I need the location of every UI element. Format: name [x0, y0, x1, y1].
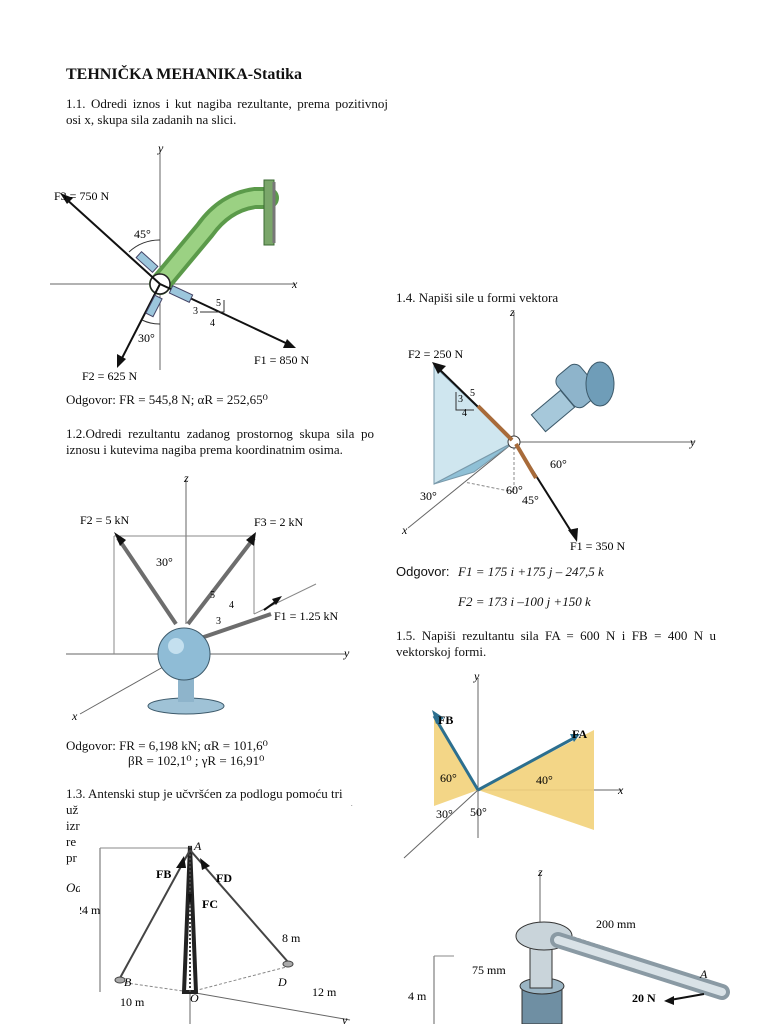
problem-1-5-text: 1.5. Napiši rezultantu sila FA = 600 N i… — [396, 628, 716, 659]
svg-text:F1 = 350 N: F1 = 350 N — [570, 539, 625, 553]
problem-1-2-text: 1.2.Odredi rezultantu zadanog prostornog… — [66, 426, 374, 457]
problem-1-3-line1: 1.3. Antenski stup je učvršćen za podlog… — [66, 786, 343, 801]
svg-text:4: 4 — [462, 408, 467, 419]
svg-text:FD: FD — [216, 871, 232, 885]
svg-text:50°: 50° — [470, 805, 487, 819]
svg-text:30°: 30° — [420, 489, 437, 503]
svg-text:z: z — [509, 306, 515, 319]
answer-1-2-line2: βR = 102,1⁰ ; γR = 16,91⁰ — [128, 753, 265, 768]
svg-text:B: B — [124, 975, 132, 989]
svg-text:75 mm: 75 mm — [472, 963, 506, 977]
svg-text:O: O — [190, 991, 199, 1005]
svg-text:4: 4 — [210, 318, 215, 329]
label-f1: F1 = 850 N — [254, 353, 309, 367]
svg-text:12 m: 12 m — [312, 985, 337, 999]
svg-text:y: y — [343, 646, 350, 660]
answer-1-2-line1: Odgovor: FR = 6,198 kN; αR = 101,6⁰ — [66, 738, 268, 753]
svg-text:5: 5 — [210, 590, 215, 601]
svg-text:y: y — [689, 435, 696, 449]
svg-text:3: 3 — [458, 394, 463, 405]
svg-text:60°: 60° — [506, 483, 523, 497]
page-title: TEHNIČKA MEHANIKA-Statika — [66, 66, 303, 83]
svg-text:45°: 45° — [522, 493, 539, 507]
svg-text:y: y — [341, 1013, 348, 1024]
axis-y: y — [157, 141, 164, 155]
svg-text:5: 5 — [216, 298, 221, 309]
svg-text:FC: FC — [202, 897, 218, 911]
svg-text:FB: FB — [438, 713, 453, 727]
axis-x: x — [291, 277, 298, 291]
svg-text:30°: 30° — [436, 807, 453, 821]
figure-1-5: FB FA 60° 40° 30° 50° x y — [403, 669, 624, 859]
svg-text:F2 = 250 N: F2 = 250 N — [408, 347, 463, 361]
label-30: 30° — [138, 331, 155, 345]
svg-text:3: 3 — [193, 306, 198, 317]
svg-text:F3 = 2 kN: F3 = 2 kN — [254, 515, 303, 529]
answer-1-4-eq1: F1 = 175 i +175 j – 247,5 k — [458, 564, 604, 579]
label-f2: F2 = 625 N — [82, 369, 137, 383]
svg-text:60°: 60° — [550, 457, 567, 471]
problem-1-1-text: 1.1. Odredi iznos i kut nagiba rezultant… — [66, 96, 388, 127]
svg-text:5: 5 — [470, 388, 475, 399]
answer-1-4-label: Odgovor: — [396, 564, 450, 579]
svg-text:10 m: 10 m — [120, 995, 145, 1009]
svg-text:y: y — [473, 669, 480, 683]
svg-text:x: x — [617, 783, 624, 797]
svg-text:20 N: 20 N — [632, 991, 656, 1005]
svg-text:30°: 30° — [156, 555, 173, 569]
svg-text:4: 4 — [229, 600, 234, 611]
figure-1-6: z 200 mm 75 mm A 20 N 4 m — [408, 866, 730, 1024]
svg-text:A: A — [699, 967, 708, 981]
svg-text:A: A — [193, 839, 202, 853]
svg-text:FB: FB — [156, 867, 171, 881]
problem-1-4-text: 1.4. Napiši sile u formi vektora — [396, 290, 559, 305]
svg-text:F2 = 5 kN: F2 = 5 kN — [80, 513, 129, 527]
svg-text:24 m: 24 m — [80, 903, 101, 917]
label-f3: F3 = 750 N — [54, 189, 109, 203]
svg-text:x: x — [71, 709, 78, 723]
svg-text:z: z — [183, 474, 189, 485]
figure-1-2: F2 = 5 kN F3 = 2 kN F1 = 1.25 kN 30° y x… — [66, 474, 350, 723]
figure-1-4: F2 = 250 N F1 = 350 N 30° 60° 60° 45° y … — [401, 306, 696, 553]
svg-text:D: D — [277, 975, 287, 989]
svg-text:4 m: 4 m — [408, 989, 427, 1003]
svg-text:200 mm: 200 mm — [596, 917, 636, 931]
answer-1-1: Odgovor: FR = 545,8 N; αR = 252,65⁰ — [66, 392, 268, 407]
label-45: 45° — [134, 227, 151, 241]
svg-text:z: z — [537, 866, 543, 879]
answer-1-4-eq2: F2 = 173 i –100 j +150 k — [458, 594, 591, 609]
svg-text:FA: FA — [572, 727, 587, 741]
svg-text:F1 = 1.25 kN: F1 = 1.25 kN — [274, 609, 338, 623]
svg-text:60°: 60° — [440, 771, 457, 785]
svg-text:x: x — [401, 523, 408, 537]
figure-1-1: 45° 30° F3 = 750 N F2 = 625 N F1 = 850 N… — [50, 141, 309, 383]
svg-text:40°: 40° — [536, 773, 553, 787]
svg-text:8 m: 8 m — [282, 931, 301, 945]
figure-1-3: A B D O FB FD FC 24 m 8 m 10 m 12 m y — [80, 806, 370, 1024]
svg-text:3: 3 — [216, 616, 221, 627]
